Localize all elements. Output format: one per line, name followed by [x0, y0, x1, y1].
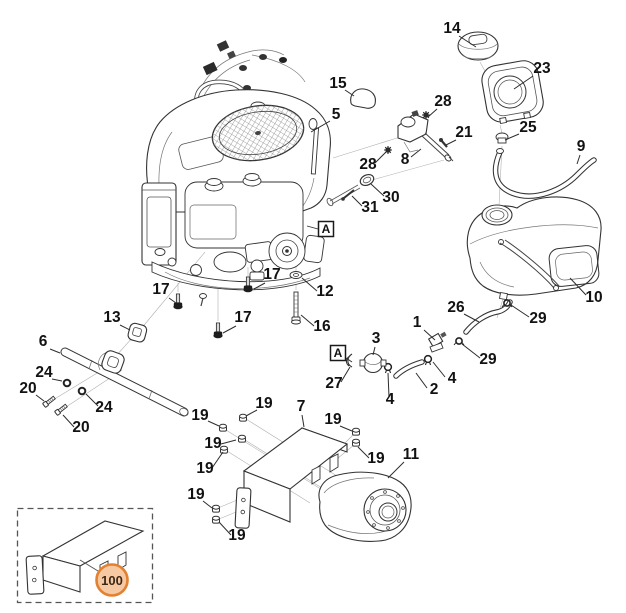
- bushing-drawing-part-13: [127, 322, 148, 343]
- shield-drawing-part-100: [25, 520, 145, 595]
- highlight-badge-label[interactable]: 100: [101, 573, 123, 588]
- callout-3[interactable]: 3: [372, 330, 381, 347]
- valve-drawing-part-1: [427, 331, 447, 353]
- callout-19f[interactable]: 19: [367, 450, 385, 467]
- callout-29a[interactable]: 29: [529, 310, 547, 327]
- engine-drawing-part-5: [141, 89, 361, 307]
- callout-4b[interactable]: 4: [448, 370, 457, 387]
- screw-drawing-part-21: [439, 138, 448, 148]
- fuel-hose-drawing-part-2: [393, 359, 425, 379]
- callout-20b[interactable]: 20: [72, 419, 89, 436]
- callout-19h[interactable]: 19: [228, 527, 246, 544]
- callout-28b[interactable]: 28: [359, 156, 377, 173]
- callout-10[interactable]: 10: [585, 289, 602, 306]
- callout-12[interactable]: 12: [316, 283, 333, 300]
- muffler-drawing-part-11: [318, 471, 412, 542]
- highlight-accessory-box: 100: [16, 507, 154, 604]
- washer-drawing-part-24b: [77, 386, 87, 396]
- callout-6[interactable]: 6: [39, 333, 48, 350]
- callout-27[interactable]: 27: [325, 375, 342, 392]
- callout-23[interactable]: 23: [533, 60, 551, 77]
- callout-24a[interactable]: 24: [35, 364, 53, 381]
- callout-7[interactable]: 7: [297, 398, 306, 415]
- callout-19b[interactable]: 19: [191, 407, 209, 424]
- callout-24b[interactable]: 24: [95, 399, 113, 416]
- callout-11[interactable]: 11: [403, 446, 420, 463]
- fuel-cap-drawing-part-14: [457, 31, 499, 61]
- clamp-drawing-part-30: [359, 173, 375, 187]
- clamp-drawing-part-4b: [423, 354, 433, 366]
- highlight-badge-circle[interactable]: [95, 563, 129, 597]
- washer-drawing-part-24a: [62, 378, 72, 388]
- callout-19c[interactable]: 19: [204, 435, 222, 452]
- filler-surround-drawing-part-23: [481, 60, 544, 124]
- clip-drawing-part-27: [345, 353, 353, 368]
- callout-9[interactable]: 9: [577, 138, 586, 155]
- callout-19a[interactable]: 19: [255, 395, 273, 412]
- callout-2[interactable]: 2: [430, 381, 439, 398]
- fuel-tank-drawing-part-10: [466, 196, 602, 301]
- screw-drawing-part-20b: [53, 403, 69, 417]
- section-marker-a2-label: A: [334, 346, 343, 360]
- part-callouts: 14 23 15 5 28 21 25 9 28 8 30 31 10 26 2…: [19, 20, 602, 544]
- callout-19g[interactable]: 19: [187, 486, 205, 503]
- cover-drawing-part-15: [350, 88, 376, 109]
- callout-5[interactable]: 5: [332, 106, 341, 123]
- section-marker-a1: A: [317, 220, 335, 238]
- fuel-hose-drawing-part-26: [463, 299, 513, 335]
- callout-14[interactable]: 14: [443, 20, 461, 37]
- callout-20a[interactable]: 20: [19, 380, 36, 397]
- dashed-selection-box: [16, 507, 154, 604]
- callout-4a[interactable]: 4: [386, 391, 395, 408]
- screw-drawing-part-20a: [41, 395, 57, 409]
- screw-drawing-part-31: [341, 189, 355, 201]
- callout-28a[interactable]: 28: [434, 93, 452, 110]
- callout-31[interactable]: 31: [361, 199, 379, 216]
- callout-13[interactable]: 13: [103, 309, 121, 326]
- callout-17b[interactable]: 17: [152, 281, 169, 298]
- callout-25[interactable]: 25: [519, 119, 537, 136]
- section-marker-a1-label: A: [322, 222, 331, 236]
- control-bracket-drawing-part-8: [397, 110, 454, 162]
- callout-29b[interactable]: 29: [479, 351, 497, 368]
- fuel-filter-drawing-part-3: [359, 352, 387, 374]
- badge-leader-line: [79, 559, 99, 572]
- callout-21[interactable]: 21: [455, 124, 473, 141]
- washer-drawing-part-12: [289, 271, 303, 279]
- support-bar-drawing-part-6: [60, 347, 189, 417]
- callout-8[interactable]: 8: [401, 151, 410, 168]
- bolt-drawing-part-16: [291, 291, 301, 325]
- leader-lines: [35, 35, 587, 536]
- callout-16[interactable]: 16: [313, 318, 331, 335]
- screw-drawing-part-17c: [212, 322, 224, 339]
- callout-1[interactable]: 1: [413, 314, 422, 331]
- section-marker-a2: A: [329, 344, 347, 362]
- callout-19e[interactable]: 19: [324, 411, 342, 428]
- callout-15[interactable]: 15: [329, 75, 347, 92]
- nut-drawing-part-28a: [421, 110, 431, 120]
- callout-19d[interactable]: 19: [196, 460, 214, 477]
- callout-17c[interactable]: 17: [234, 309, 251, 326]
- callout-17a[interactable]: 17: [263, 266, 280, 283]
- callout-26[interactable]: 26: [447, 299, 465, 316]
- grommet-drawing-part-25: [495, 132, 509, 144]
- heat-shield-drawing-part-7: [234, 427, 349, 529]
- callout-30[interactable]: 30: [382, 189, 399, 206]
- fuel-line-drawing-part-9: [492, 148, 597, 199]
